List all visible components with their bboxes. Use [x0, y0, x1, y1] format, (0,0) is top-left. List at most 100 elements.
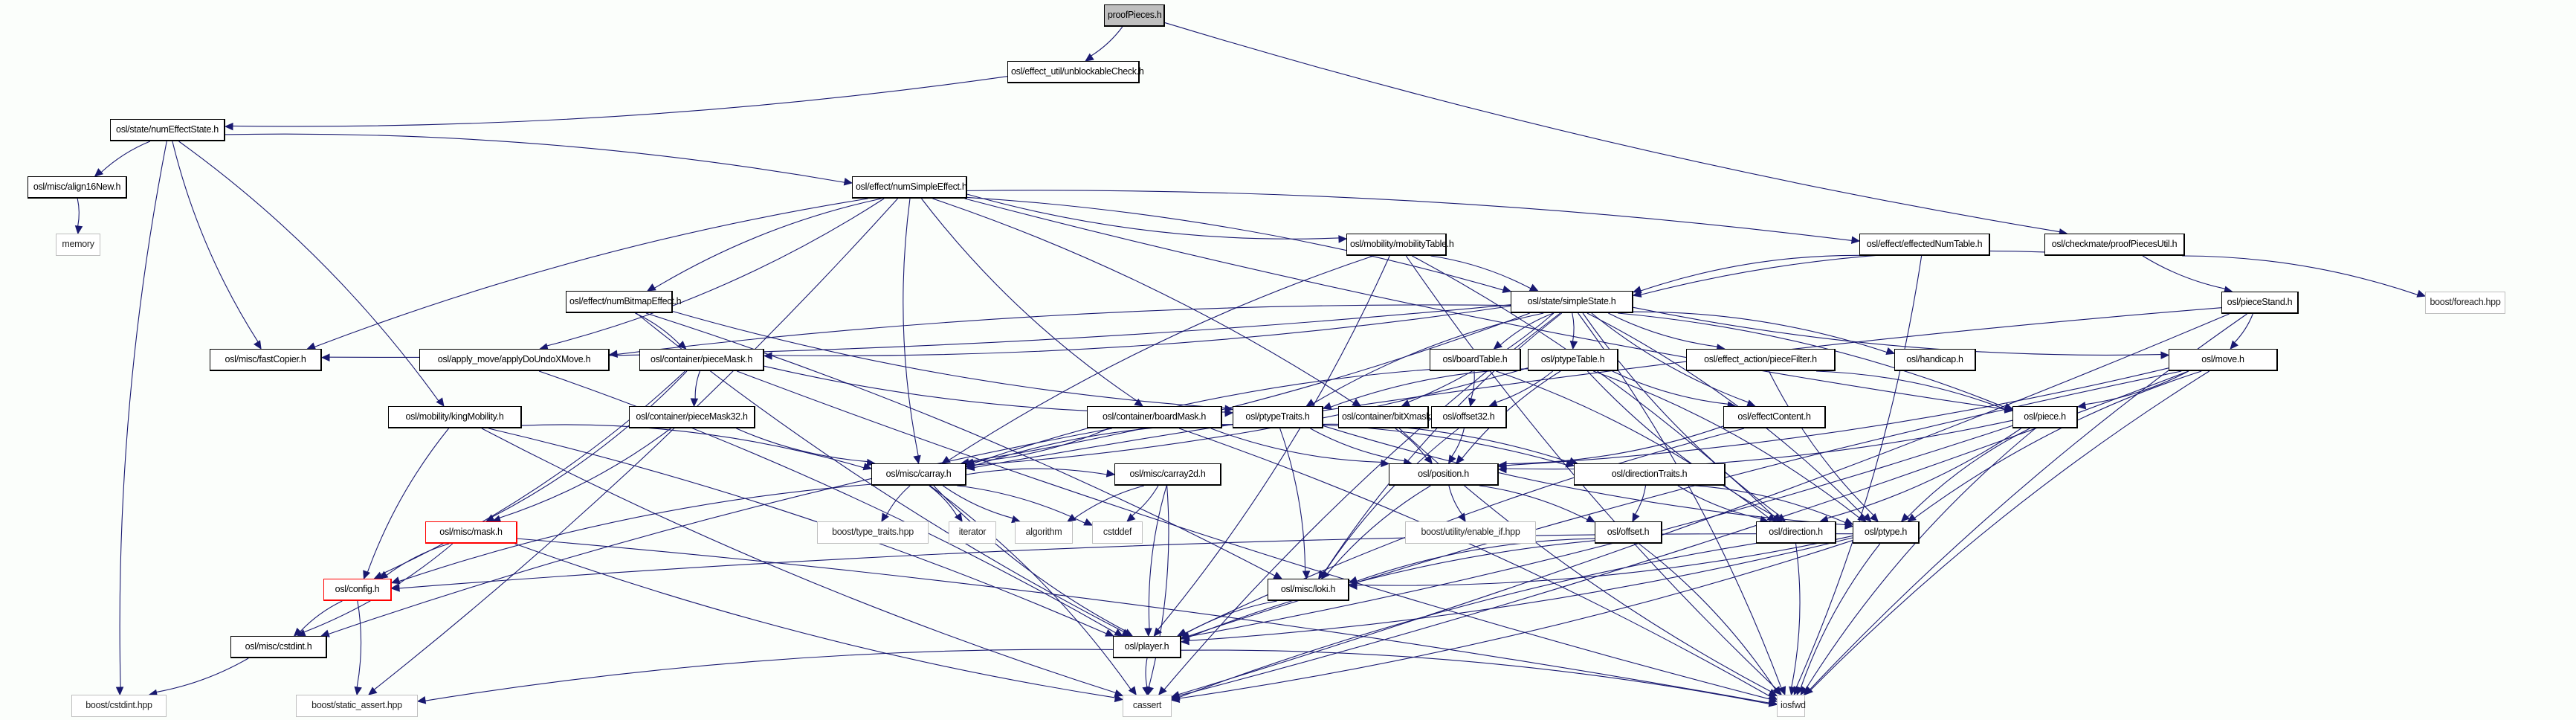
node-board-table[interactable]: osl/boardTable.h — [1430, 349, 1521, 371]
node-align-16new[interactable]: osl/misc/align16New.h — [28, 176, 127, 199]
node-bit-xmask[interactable]: osl/container/bitXmask.h — [1338, 406, 1438, 428]
node-num-effect-state[interactable]: osl/state/numEffectState.h — [110, 119, 225, 141]
node-piece[interactable]: osl/piece.h — [2012, 406, 2078, 428]
edge-ptype-to-iosfwd — [1800, 543, 1881, 689]
node-simple-state[interactable]: osl/state/simpleState.h — [1511, 291, 1633, 313]
node-ptype-traits[interactable]: osl/ptypeTraits.h — [1233, 406, 1323, 428]
node-board-mask[interactable]: osl/container/boardMask.h — [1087, 406, 1222, 428]
node-carray[interactable]: osl/misc/carray.h — [871, 463, 966, 486]
node-offset-32[interactable]: osl/offset32.h — [1431, 406, 1507, 428]
node-num-simple-effect[interactable]: osl/effect/numSimpleEffect.h — [852, 176, 967, 199]
edge-numSimpleEffect-to-boardMask — [921, 198, 1138, 402]
arrowhead-icon — [1789, 686, 1797, 696]
edge-position-to-enable_if — [1448, 485, 1463, 515]
node-unblockable-check[interactable]: osl/effect_util/unblockableCheck.h — [1007, 61, 1144, 83]
edge-numSimpleEffect-to-effectedNumTable — [966, 190, 1853, 242]
node-proof-pieces-util[interactable]: osl/checkmate/proofPiecesUtil.h — [2044, 234, 2185, 256]
arrowhead-icon — [1844, 518, 1854, 525]
node-config[interactable]: osl/config.h — [323, 579, 392, 601]
edge-mobilityTable-to-simpleState — [1430, 255, 1531, 289]
node-num-bitmap-effect[interactable]: osl/effect/numBitmapEffect.h — [566, 291, 682, 313]
arrowhead-icon — [1153, 627, 1163, 637]
edge-carray2d-to-algorithm — [1074, 485, 1145, 519]
node-move[interactable]: osl/move.h — [2169, 349, 2278, 371]
node-cstdint[interactable]: osl/misc/cstdint.h — [230, 636, 327, 658]
node-piece-mask-32[interactable]: osl/container/pieceMask32.h — [629, 406, 755, 428]
arrowhead-icon — [1862, 512, 1872, 522]
node-ptype[interactable]: osl/ptype.h — [1853, 521, 1920, 544]
edge-ptypeTable-to-position — [1462, 370, 1561, 459]
arrowhead-icon — [1907, 513, 1917, 522]
node-ptype-table[interactable]: osl/ptypeTable.h — [1528, 349, 1618, 371]
edge-numBitmapEffect-to-loki — [645, 312, 1276, 576]
edge-numSimpleEffect-to-piece — [964, 198, 2006, 410]
node-offset[interactable]: osl/offset.h — [1595, 521, 1662, 544]
arrowhead-icon — [1348, 582, 1358, 590]
edge-config-to-cstdint — [300, 600, 343, 632]
edge-kingMobility-to-player — [488, 428, 1107, 634]
edge-kingMobility-to-carray — [521, 424, 865, 469]
node-type-traits: boost/type_traits.hpp — [817, 521, 929, 544]
edge-offset32-to-loki — [1323, 428, 1459, 573]
edge-ptypeTraits-to-loki — [1279, 428, 1306, 572]
edge-move-to-position — [1505, 367, 2169, 466]
edge-simpleState-to-move — [1633, 306, 2162, 356]
edge-ptypeTable-to-carray — [973, 367, 1529, 466]
edge-offset-to-player — [1188, 540, 1595, 638]
edge-cstdint-to-boost_cstdint — [156, 658, 249, 693]
arrowhead-icon — [2076, 401, 2087, 410]
node-king-mobility[interactable]: osl/mobility/kingMobility.h — [388, 406, 522, 428]
edge-offset-to-iosfwd — [1639, 543, 1776, 690]
node-mobility-table[interactable]: osl/mobility/mobilityTable.h — [1346, 234, 1454, 256]
edge-numSimpleEffect-to-numBitmapEffect — [654, 198, 882, 289]
node-direction-traits[interactable]: osl/directionTraits.h — [1574, 463, 1726, 486]
edge-boardMask-to-position — [1210, 428, 1382, 463]
edge-proofPiecesUtil-to-foreach — [2182, 255, 2418, 295]
arrowhead-icon — [1126, 513, 1136, 522]
node-piece-stand[interactable]: osl/pieceStand.h — [2221, 292, 2299, 314]
edge-piece-to-ptype — [1907, 428, 2030, 518]
arrowhead-icon — [1180, 632, 1190, 640]
node-player[interactable]: osl/player.h — [1113, 636, 1181, 658]
arrowhead-icon — [320, 353, 330, 361]
node-foreach: boost/foreach.hpp — [2425, 292, 2505, 314]
edge-ptypeTable-to-offset32 — [1495, 370, 1554, 403]
edge-ptypeTraits-to-position — [1310, 428, 1405, 462]
node-fast-copier[interactable]: osl/misc/fastCopier.h — [210, 349, 322, 371]
edge-numEffectState-to-fastCopier — [172, 141, 259, 343]
node-piece-mask[interactable]: osl/container/pieceMask.h — [639, 349, 764, 371]
node-handicap[interactable]: osl/handicap.h — [1894, 349, 1976, 371]
edge-kingMobility-to-cassert — [481, 428, 1116, 693]
arrowhead-icon — [1322, 402, 1332, 410]
node-effected-num-table[interactable]: osl/effect/effectedNumTable.h — [1859, 234, 1990, 256]
edge-carray-to-iterator — [929, 485, 958, 516]
edge-carray-to-type_traits — [885, 485, 911, 516]
edge-offset-to-loki — [1356, 538, 1595, 582]
node-effect-content[interactable]: osl/effectContent.h — [1723, 406, 1826, 428]
node-piece-filter[interactable]: osl/effect_action/pieceFilter.h — [1686, 349, 1836, 371]
arrowhead-icon — [368, 687, 378, 695]
edge-carray2d-to-cstddef — [1132, 485, 1159, 516]
arrowhead-icon — [1857, 513, 1867, 522]
node-cstddef: cstddef — [1092, 521, 1143, 544]
edge-simpleState-to-pieceMask — [771, 305, 1511, 356]
arrowhead-icon — [1850, 236, 1861, 244]
node-proof-pieces[interactable]: proofPieces.h — [1104, 4, 1165, 27]
arrowhead-icon — [293, 627, 303, 637]
arrowhead-icon — [1320, 570, 1330, 579]
node-apply-do-undo-xmove[interactable]: osl/apply_move/applyDoUndoXMove.h — [419, 349, 610, 371]
edge-numBitmapEffect-to-ptypeTraits — [672, 311, 1226, 409]
node-mask[interactable]: osl/misc/mask.h — [425, 521, 517, 544]
arrowhead-icon — [1105, 469, 1116, 478]
edge-mask-to-config — [386, 543, 450, 576]
arrowhead-icon — [436, 397, 445, 407]
node-loki[interactable]: osl/misc/loki.h — [1268, 579, 1349, 601]
edge-boardMask-to-carray — [972, 428, 1109, 463]
edge-simpleState-to-ptype — [1586, 312, 1865, 518]
node-position[interactable]: osl/position.h — [1389, 463, 1499, 486]
edge-simpleState-to-loki — [1323, 312, 1563, 573]
arrowhead-icon — [1456, 454, 1465, 464]
node-carray-2d[interactable]: osl/misc/carray2d.h — [1114, 463, 1221, 486]
node-direction[interactable]: osl/direction.h — [1756, 521, 1836, 544]
arrowhead-icon — [2004, 404, 2014, 412]
